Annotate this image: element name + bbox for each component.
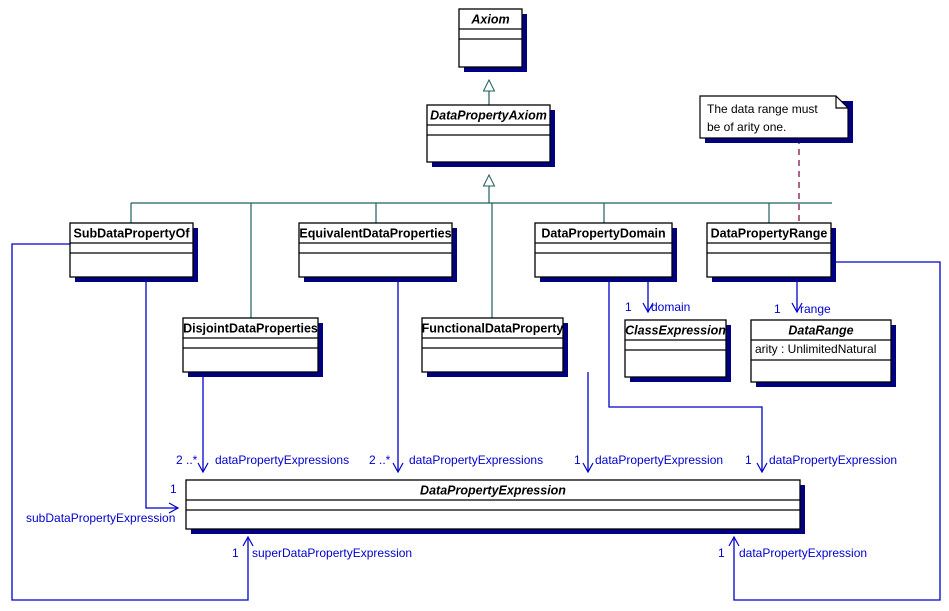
association-label-assoc-super-dpe: 1 superDataPropertyExpression	[232, 546, 412, 560]
association-label-assoc-range-dpe: 1 dataPropertyExpression	[718, 546, 867, 560]
class-name: Axiom	[470, 12, 509, 26]
note-line-1: The data range must	[707, 102, 818, 116]
association-edges	[11, 243, 941, 601]
generalization-edges	[130, 78, 832, 318]
edge-range-dpe	[728, 261, 941, 601]
note-line-2: be of arity one.	[707, 120, 786, 134]
class-body	[185, 479, 801, 530]
class-name: DataPropertyRange	[711, 226, 828, 240]
association-label-assoc-equivalent-dpe: 2 ..* dataPropertyExpressions	[369, 453, 543, 467]
class-body	[458, 8, 523, 68]
association-label-assoc-sub-dpe: 1 subDataPropertyExpression	[26, 482, 177, 525]
class-box-axiom[interactable]: Axiom	[458, 8, 527, 72]
class-body	[706, 222, 832, 278]
association-labels: 2 ..* dataPropertyExpressions 2 ..* dataPro…	[26, 300, 897, 560]
class-name: ClassExpression	[625, 323, 726, 337]
note-fold	[835, 96, 848, 109]
class-box-equivalentdataproperties[interactable]: EquivalentDataProperties	[298, 222, 457, 282]
role-label: range	[800, 302, 831, 316]
class-box-disjointdataproperties[interactable]: DisjointDataProperties	[182, 317, 323, 377]
edge-sub-dpe	[145, 277, 180, 514]
class-body	[421, 317, 564, 373]
class-name: DataRange	[788, 323, 853, 337]
class-box-classexpression[interactable]: ClassExpression	[624, 319, 731, 382]
role-label: dataPropertyExpressions	[409, 453, 543, 467]
note-body	[699, 95, 849, 139]
class-box-datapropertyrange[interactable]: DataPropertyRange	[706, 222, 836, 282]
class-body	[298, 222, 453, 278]
role-label: domain	[651, 300, 690, 314]
association-label-assoc-functional-dpe: 1 dataPropertyExpression	[574, 453, 723, 467]
class-body	[69, 222, 194, 278]
class-name: DataPropertyDomain	[541, 226, 665, 240]
edge-super-dpe	[11, 243, 254, 601]
edge-domain-dpe	[608, 277, 768, 474]
class-box-datapropertyaxiom[interactable]: DataPropertyAxiom	[426, 104, 555, 167]
association-label-assoc-domain-dpe: 1 dataPropertyExpression	[745, 453, 897, 467]
class-name: DataPropertyAxiom	[430, 108, 547, 122]
role-label: subDataPropertyExpression	[26, 511, 175, 525]
class-box-datarange[interactable]: DataRange arity : UnlimitedNatural	[750, 319, 896, 387]
class-name: DisjointDataProperties	[183, 321, 318, 335]
role-label: superDataPropertyExpression	[252, 546, 412, 560]
association-label-assoc-domain-classexpression: 1 domain	[625, 300, 690, 314]
multiplicity-label: 1	[232, 546, 239, 560]
class-box-datapropertyexpression[interactable]: DataPropertyExpression	[185, 479, 805, 534]
class-body	[426, 104, 551, 163]
class-name: SubDataPropertyOf	[74, 226, 191, 240]
class-attribute: arity : UnlimitedNatural	[755, 342, 876, 356]
multiplicity-label: 2 ..*	[176, 453, 198, 467]
class-body	[624, 319, 727, 378]
association-label-assoc-disjoint-dpe: 2 ..* dataPropertyExpressions	[176, 453, 349, 467]
note-arity: The data range must be of arity one.	[699, 95, 853, 143]
class-name: EquivalentDataProperties	[299, 226, 451, 240]
multiplicity-label: 1	[745, 453, 752, 467]
class-box-subdatapropertyof[interactable]: SubDataPropertyOf	[69, 222, 198, 282]
multiplicity-label: 1	[574, 453, 581, 467]
multiplicity-label: 1	[774, 302, 781, 316]
multiplicity-label: 1	[718, 546, 725, 560]
class-body	[750, 319, 892, 383]
role-label: dataPropertyExpression	[769, 453, 897, 467]
role-label: dataPropertyExpression	[595, 453, 723, 467]
class-box-datapropertydomain[interactable]: DataPropertyDomain	[534, 222, 677, 282]
multiplicity-label: 1	[170, 482, 177, 496]
role-label: dataPropertyExpressions	[215, 453, 349, 467]
class-body	[534, 222, 673, 278]
class-body	[182, 317, 319, 373]
class-name: FunctionalDataProperty	[422, 321, 564, 335]
class-box-functionaldataproperty[interactable]: FunctionalDataProperty	[421, 317, 568, 377]
class-name: DataPropertyExpression	[420, 483, 566, 497]
multiplicity-label: 1	[625, 300, 632, 314]
role-label: dataPropertyExpression	[739, 546, 867, 560]
multiplicity-label: 2 ..*	[369, 453, 391, 467]
association-label-assoc-range-datarange: 1 range	[774, 302, 831, 316]
